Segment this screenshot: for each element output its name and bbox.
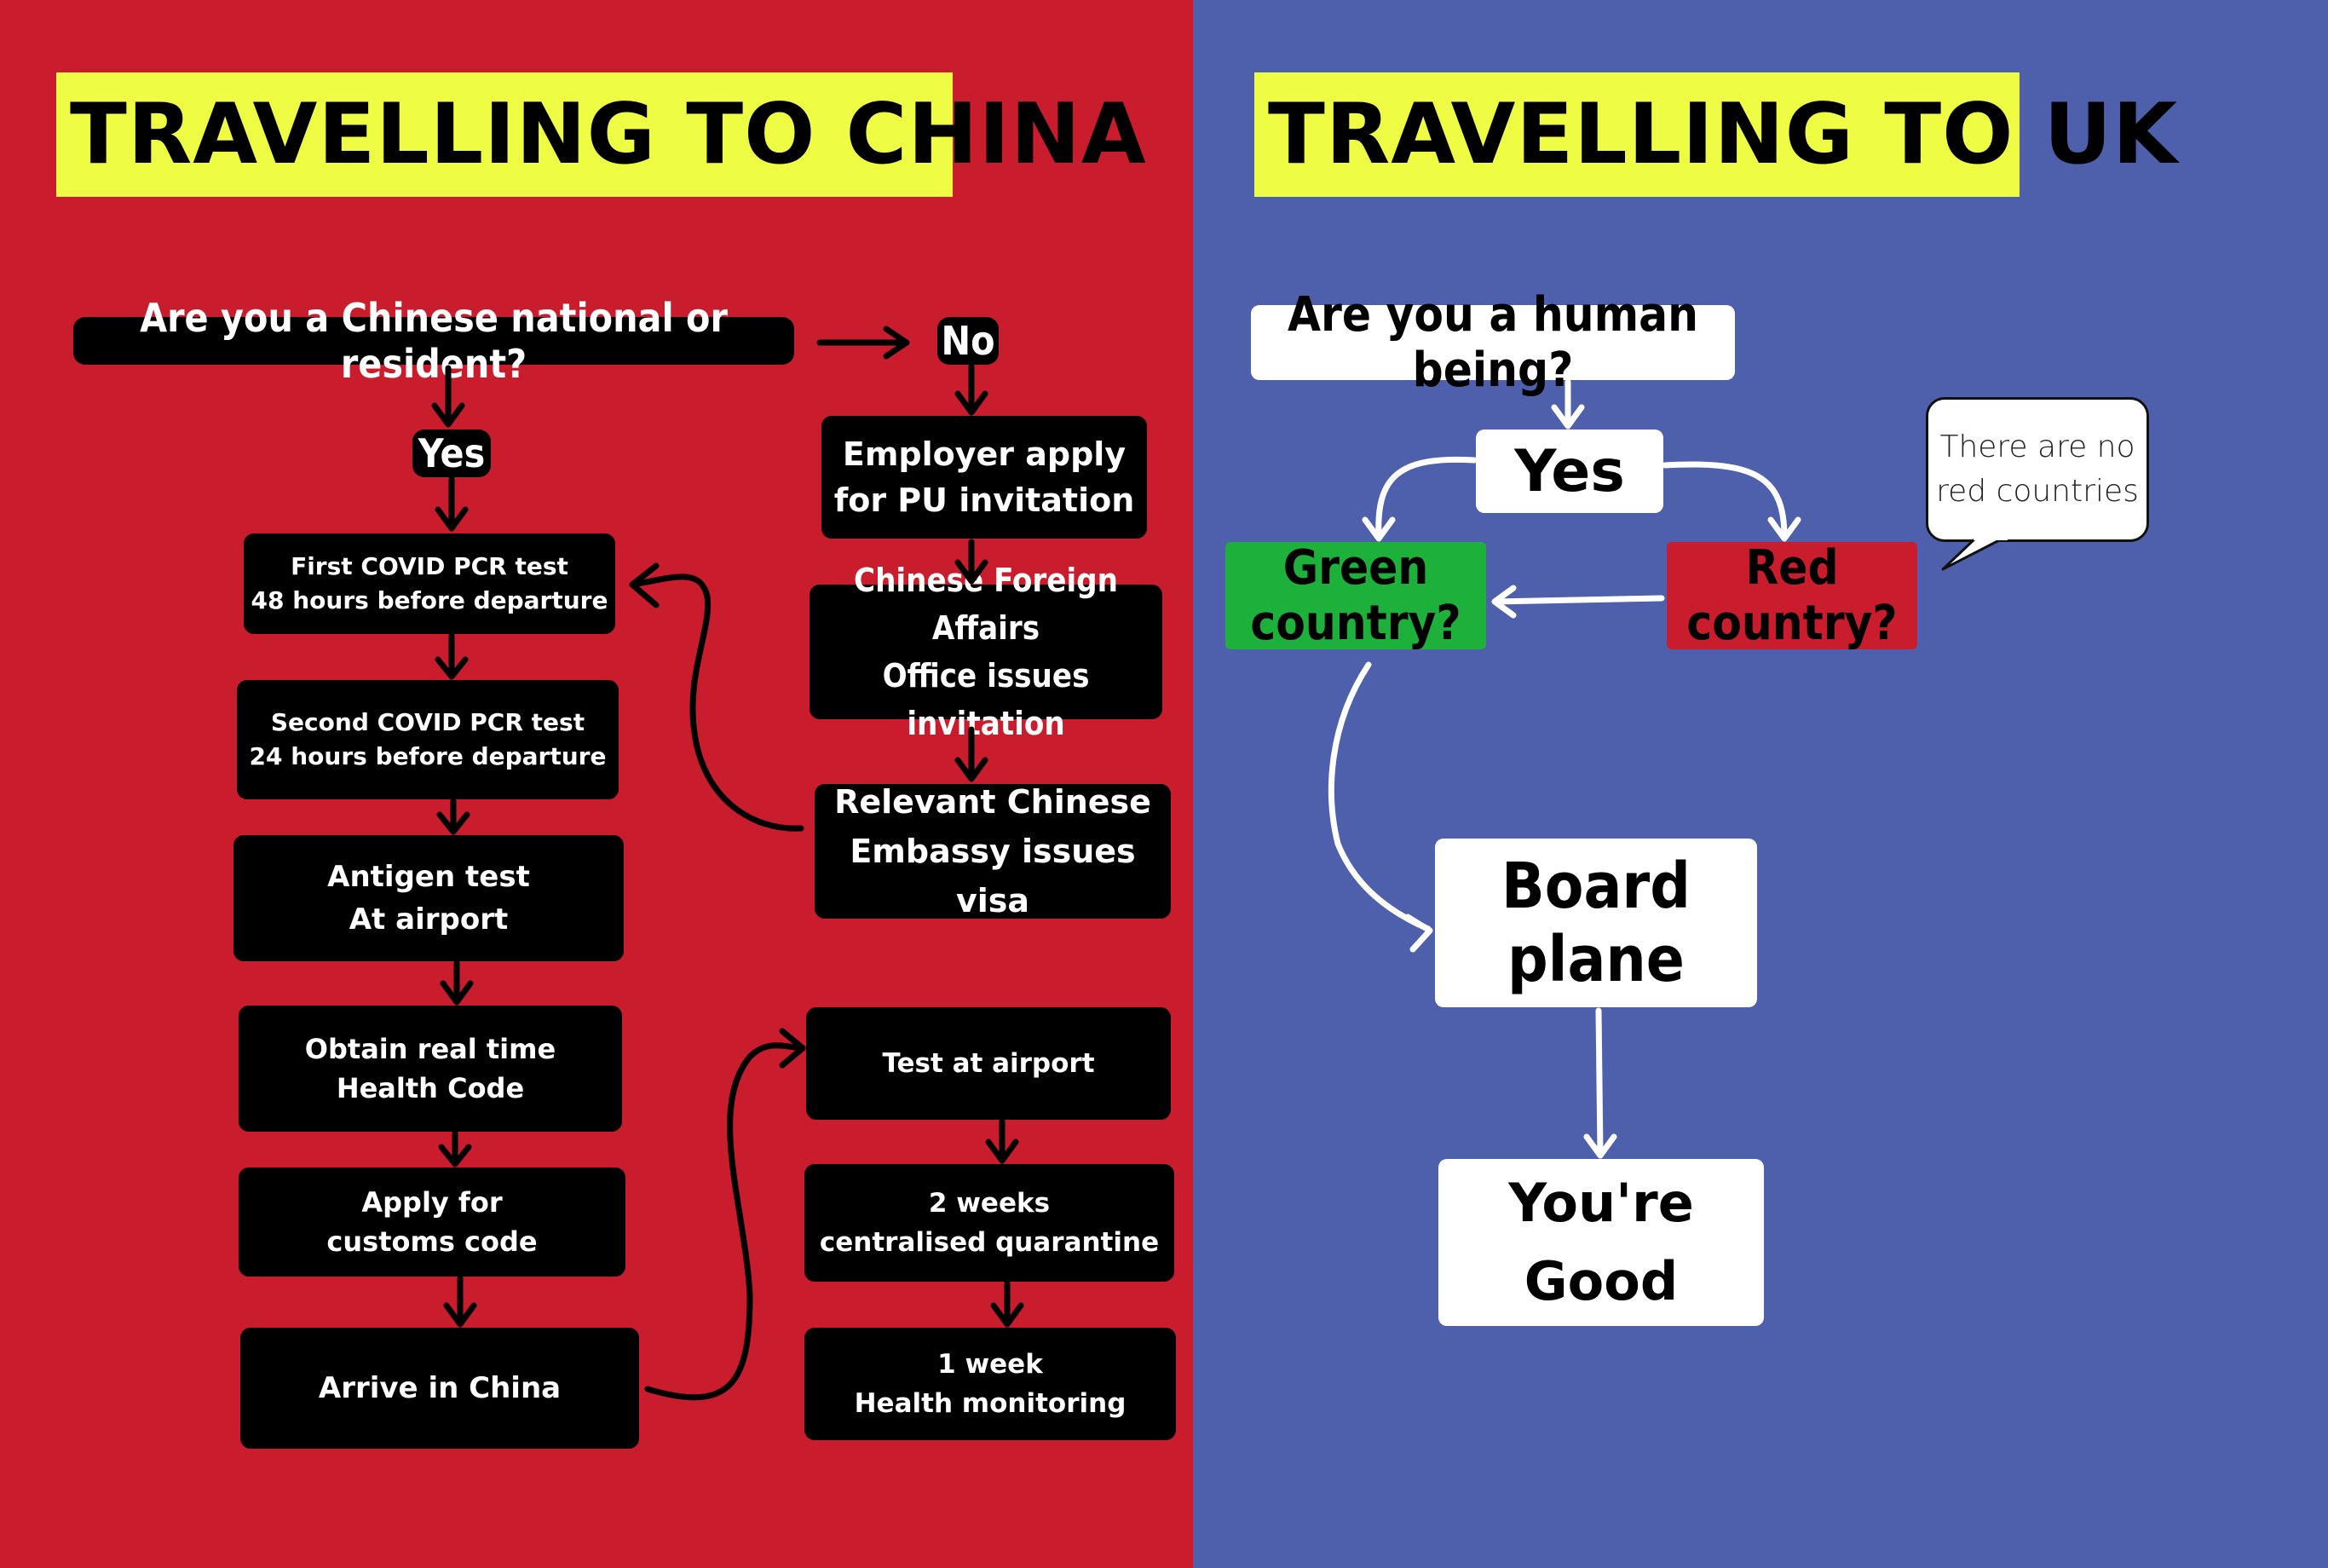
step-arrive-china: Arrive in China bbox=[240, 1328, 639, 1449]
step-health-monitoring: 1 week Health monitoring bbox=[804, 1328, 1176, 1440]
step-embassy-visa: Relevant Chinese Embassy issues visa bbox=[815, 783, 1171, 919]
step-health-code: Obtain real time Health Code bbox=[239, 1006, 622, 1132]
step-second-pcr: Second COVID PCR test 24 hours before de… bbox=[237, 680, 619, 799]
uk-youre-good: You're Good bbox=[1438, 1159, 1764, 1326]
uk-board-plane: Board plane bbox=[1435, 839, 1757, 1007]
step-first-pcr: First COVID PCR test 48 hours before dep… bbox=[244, 533, 615, 634]
uk-red-country: Red country? bbox=[1667, 540, 1917, 651]
china-no-label: No bbox=[937, 317, 999, 365]
step-pu-invitation: Employer apply for PU invitation bbox=[821, 416, 1147, 539]
step-quarantine: 2 weeks centralised quarantine bbox=[804, 1164, 1174, 1282]
step-foreign-affairs: Chinese Foreign Affairs Office issues in… bbox=[810, 562, 1162, 742]
uk-title: TRAVELLING TO UK bbox=[1254, 72, 2177, 197]
uk-question: Are you a human being? bbox=[1251, 287, 1735, 398]
china-question: Are you a Chinese national or resident? bbox=[73, 295, 794, 387]
uk-panel bbox=[1193, 0, 2328, 1568]
china-yes-label: Yes bbox=[412, 429, 491, 477]
step-customs-code: Apply for customs code bbox=[239, 1167, 625, 1277]
uk-green-country: Green country? bbox=[1225, 540, 1486, 651]
step-test-airport: Test at airport bbox=[806, 1007, 1171, 1120]
speech-bubble: There are no red countries bbox=[1926, 397, 2149, 542]
uk-yes-label: Yes bbox=[1476, 429, 1663, 513]
china-title: TRAVELLING TO CHINA bbox=[56, 72, 1146, 197]
step-antigen-test: Antigen test At airport bbox=[233, 835, 624, 961]
